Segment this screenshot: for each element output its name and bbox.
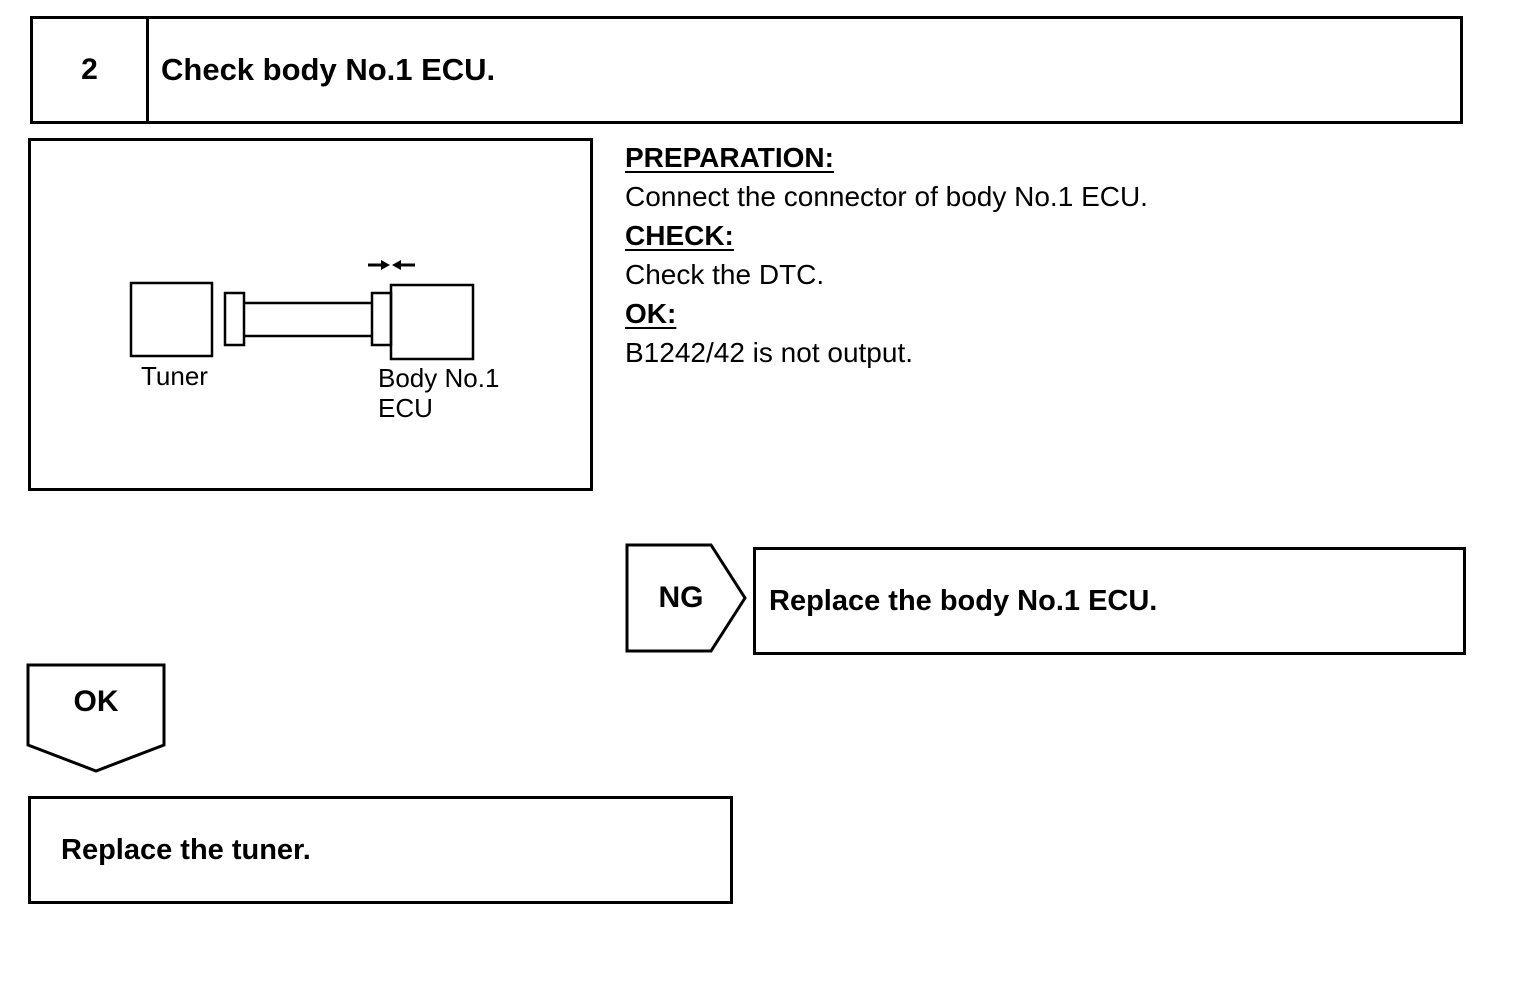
ng-label: NG: [658, 581, 704, 614]
ok-action-box: Replace the tuner.: [28, 796, 733, 904]
connector-illustration: [129, 260, 475, 361]
ecu-connector: [370, 291, 393, 347]
ng-action-box: Replace the body No.1 ECU.: [753, 547, 1466, 655]
check-text: Check the DTC.: [625, 259, 825, 290]
tuner-connector: [223, 291, 246, 347]
connect-arrows-icon: [368, 260, 415, 270]
right-arrow-tag-icon: [625, 543, 747, 653]
down-arrow-tag-icon: [26, 663, 166, 773]
preparation-heading: PREPARATION:: [625, 142, 834, 173]
ng-tag: NG: [625, 543, 749, 653]
preparation-text: Connect the connector of body No.1 ECU.: [625, 181, 1148, 212]
check-heading: CHECK:: [625, 220, 734, 251]
ok-text: B1242/42 is not output.: [625, 337, 913, 368]
ecu-label-line1: Body No.1: [378, 363, 500, 393]
ecu-box: [389, 283, 475, 361]
tuner-box: [129, 281, 214, 358]
step-number: 2: [33, 19, 149, 121]
tuner-label: Tuner: [141, 361, 208, 391]
step-header: 2 Check body No.1 ECU.: [30, 16, 1463, 124]
ok-tag: OK: [26, 663, 166, 775]
ok-label: OK: [73, 685, 119, 718]
ecu-label-line2: ECU: [378, 393, 433, 423]
ok-heading: OK:: [625, 298, 677, 329]
instructions: PREPARATION: Connect the connector of bo…: [625, 138, 1425, 372]
connector-diagram: Tuner Body No.1 ECU: [28, 138, 593, 491]
step-title: Check body No.1 ECU.: [161, 52, 496, 87]
